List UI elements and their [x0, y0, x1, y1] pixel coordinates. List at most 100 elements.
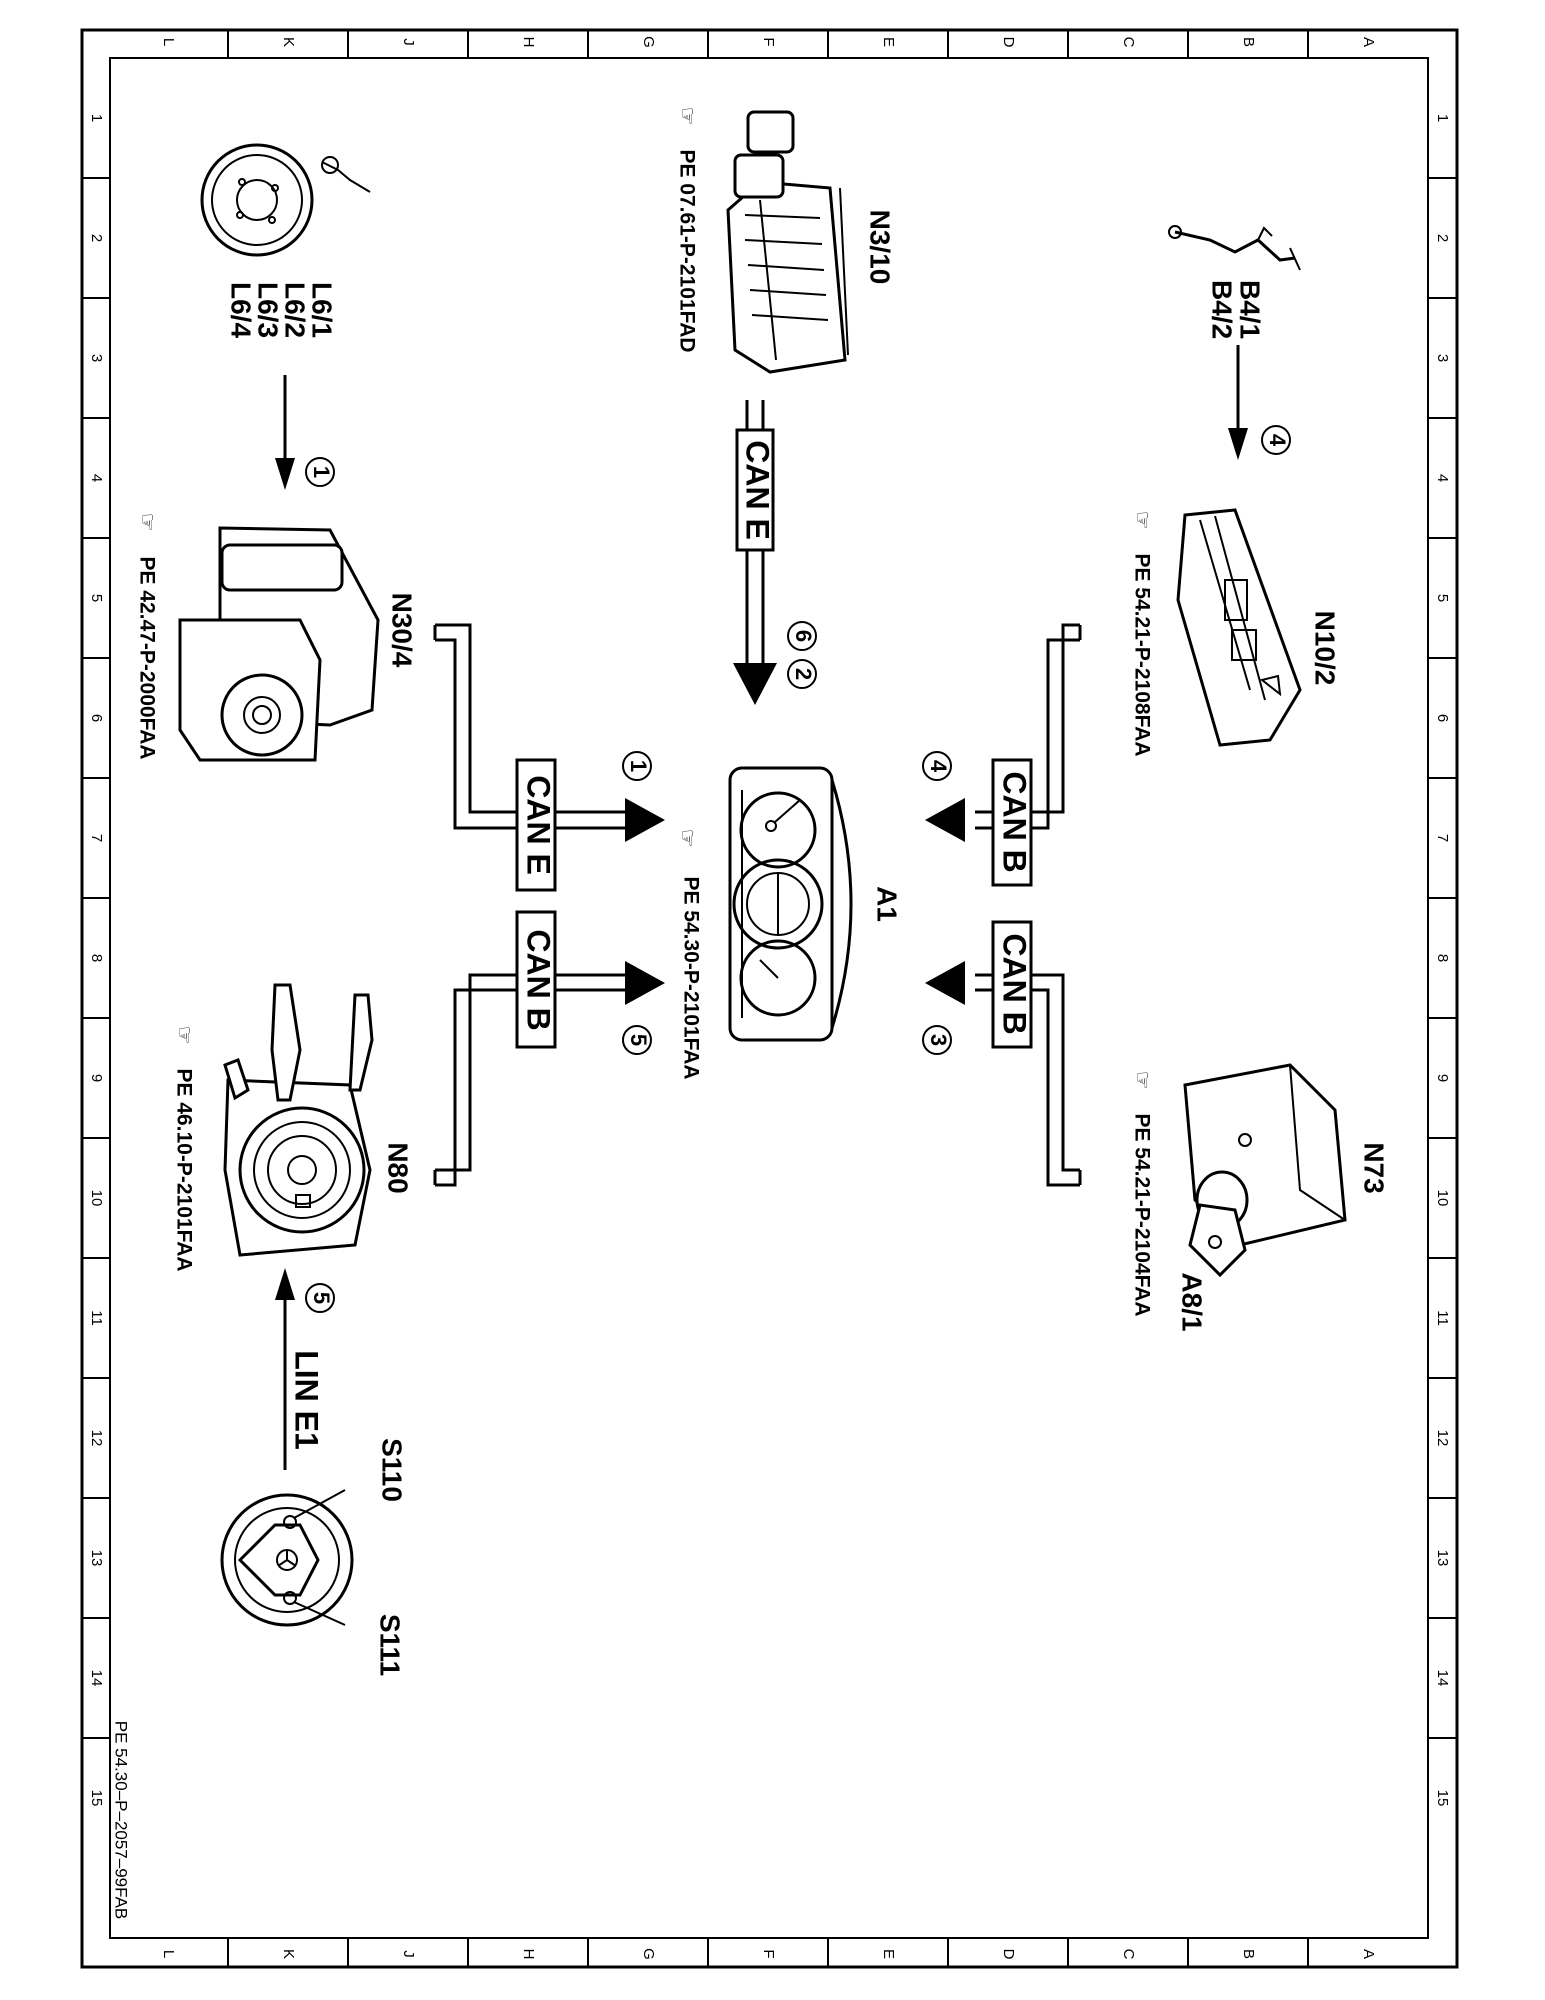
grid-letter-bottom-c: C — [1120, 1949, 1137, 1960]
svg-text:8: 8 — [88, 954, 105, 962]
can-b-bus-n10-2 — [925, 623, 1082, 887]
svg-text:S110: S110 — [377, 1438, 408, 1502]
svg-text:1: 1 — [1434, 114, 1451, 122]
grid-number-left-15: 15 — [88, 1790, 105, 1807]
svg-text:S111: S111 — [375, 1614, 406, 1676]
n30-4-reference: PE 42.47-P-2000FAA — [135, 556, 158, 759]
svg-text:3: 3 — [88, 354, 105, 362]
grid-number-left-13: 13 — [88, 1550, 105, 1567]
inner-frame — [109, 57, 1429, 1939]
svg-text:F: F — [760, 37, 777, 46]
grid-letter-bottom-b: B — [1240, 1949, 1257, 1959]
svg-text:C: C — [1120, 1949, 1137, 1960]
svg-text:LIN E1: LIN E1 — [289, 1350, 325, 1450]
grid-letter-bottom-e: E — [880, 1949, 897, 1959]
svg-text:G: G — [640, 36, 657, 48]
svg-text:L6/4: L6/4 — [226, 282, 257, 338]
signal-circle-5-a1: 5 — [622, 1025, 652, 1055]
svg-text:H: H — [520, 1949, 537, 1960]
grid-letter-top-f: F — [760, 37, 777, 46]
grid-letter-top-j: J — [400, 38, 417, 46]
grid-letter-bottom-h: H — [520, 1949, 537, 1960]
grid-letter-bottom-f: F — [760, 1949, 777, 1958]
arrow-up-icon — [275, 1268, 295, 1300]
svg-text:9: 9 — [1434, 1074, 1451, 1082]
grid-number-left-7: 7 — [88, 834, 105, 842]
svg-text:C: C — [1120, 37, 1137, 48]
grid-letter-top-e: E — [880, 37, 897, 47]
grid-number-left-10: 10 — [88, 1190, 105, 1207]
svg-text:1: 1 — [626, 760, 651, 772]
wheel-speed-sensor-icon — [200, 143, 371, 257]
svg-text:☞: ☞ — [172, 1026, 195, 1045]
grid-number-left-1: 1 — [88, 114, 105, 122]
svg-text:A: A — [1360, 37, 1377, 47]
grid-letter-top-g: G — [640, 36, 657, 48]
svg-text:PE 54.30-P-2101FAA: PE 54.30-P-2101FAA — [679, 876, 702, 1079]
grid-letter-top-d: D — [1000, 37, 1017, 48]
svg-text:6: 6 — [791, 630, 816, 642]
svg-text:1: 1 — [88, 114, 105, 122]
svg-text:L6/2: L6/2 — [280, 282, 311, 338]
svg-text:10: 10 — [88, 1190, 105, 1207]
svg-text:3: 3 — [926, 1034, 951, 1046]
svg-text:N3/10: N3/10 — [865, 210, 896, 285]
grid-number-left-14: 14 — [88, 1670, 105, 1687]
svg-text:5: 5 — [88, 594, 105, 602]
grid-number-right-2: 2 — [1434, 234, 1451, 242]
svg-text:☞: ☞ — [1130, 1071, 1153, 1090]
svg-text:5: 5 — [1434, 594, 1451, 602]
grid-letter-top-c: C — [1120, 37, 1137, 48]
b4-1-label: B4/1 — [1235, 280, 1266, 339]
svg-text:11: 11 — [1434, 1310, 1451, 1326]
n10-2-label: N10/2 — [1310, 611, 1341, 686]
svg-text:7: 7 — [88, 834, 105, 842]
svg-text:A8/1: A8/1 — [1177, 1272, 1208, 1331]
svg-text:7: 7 — [1434, 834, 1451, 842]
grid-number-left-9: 9 — [88, 1074, 105, 1082]
can-b-label-n80: CAN B — [521, 929, 557, 1030]
grid-number-right-5: 5 — [1434, 594, 1451, 602]
svg-text:PE 42.47-P-2000FAA: PE 42.47-P-2000FAA — [135, 556, 158, 759]
svg-text:B4/1: B4/1 — [1235, 280, 1266, 339]
n80-label: N80 — [383, 1142, 414, 1193]
grid-number-right-1: 1 — [1434, 114, 1451, 122]
svg-text:N30/4: N30/4 — [387, 593, 418, 668]
a1-reference: PE 54.30-P-2101FAA — [679, 876, 702, 1079]
arrow-left-icon — [925, 961, 965, 1005]
arrow-down-icon — [733, 663, 777, 705]
svg-text:B4/2: B4/2 — [1207, 280, 1238, 339]
grid-number-right-11: 11 — [1434, 1310, 1451, 1326]
svg-text:4: 4 — [88, 474, 105, 482]
svg-text:15: 15 — [1434, 1790, 1451, 1807]
grid-letter-bottom-g: G — [640, 1948, 657, 1960]
can-e-label-top: CAN E — [740, 440, 776, 540]
svg-text:9: 9 — [88, 1074, 105, 1082]
n30-4-esp-control-unit-icon — [178, 526, 380, 762]
a1-label: A1 — [872, 886, 903, 922]
svg-text:CAN B: CAN B — [521, 929, 557, 1030]
grid-number-left-12: 12 — [88, 1430, 105, 1447]
grid-letter-top-h: H — [520, 37, 537, 48]
svg-text:☞: ☞ — [675, 829, 698, 848]
can-b-label-n10-2: CAN B — [997, 771, 1033, 872]
grid-number-left-6: 6 — [88, 714, 105, 722]
grid-ticks — [82, 30, 1457, 1967]
can-b-bus-n80 — [433, 910, 665, 1187]
signal-circle-4-a1: 4 — [922, 751, 952, 781]
svg-text:CAN E: CAN E — [521, 775, 557, 875]
svg-text:PE 54.30–P–2057–99FAB: PE 54.30–P–2057–99FAB — [112, 1721, 131, 1920]
grid-number-right-13: 13 — [1434, 1550, 1451, 1567]
svg-text:2: 2 — [1434, 234, 1451, 242]
svg-text:CAN B: CAN B — [997, 771, 1033, 872]
multifunction-steering-wheel-icon — [220, 1489, 354, 1627]
svg-text:13: 13 — [88, 1550, 105, 1567]
svg-text:5: 5 — [309, 1292, 334, 1304]
grid-letter-top-l: L — [160, 38, 177, 46]
svg-text:E: E — [880, 1949, 897, 1959]
svg-text:A1: A1 — [872, 886, 903, 922]
a8-1-label: A8/1 — [1177, 1272, 1208, 1331]
svg-text:14: 14 — [88, 1670, 105, 1687]
grid-number-right-6: 6 — [1434, 714, 1451, 722]
l6-3-label: L6/3 — [253, 282, 284, 338]
